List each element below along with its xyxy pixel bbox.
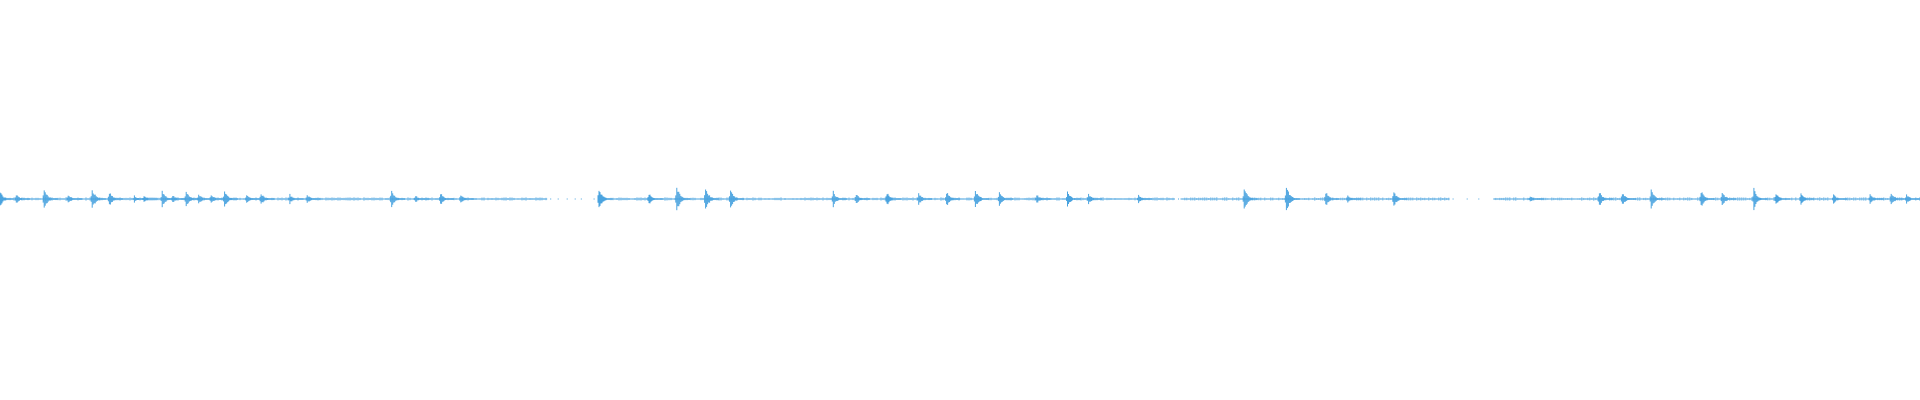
waveform-gap-sample	[1478, 198, 1480, 200]
waveform-peak	[142, 196, 158, 202]
waveform-peak	[414, 196, 430, 202]
waveform-peak	[1752, 187, 1768, 211]
waveform-peak	[1324, 193, 1340, 205]
waveform-peak	[704, 189, 720, 209]
waveform-peak	[459, 195, 475, 203]
waveform-peak	[390, 190, 406, 208]
waveform-peak	[171, 196, 187, 202]
waveform-peak	[197, 194, 213, 204]
waveform-peak	[1832, 194, 1848, 204]
waveform-peak	[1346, 195, 1362, 203]
waveform-peak	[885, 193, 901, 205]
waveform-gap-sample	[574, 198, 576, 200]
waveform-peak	[1799, 193, 1815, 205]
waveform-peak	[245, 195, 261, 203]
waveform-peak	[831, 190, 847, 208]
waveform-peak	[223, 191, 239, 207]
waveform-gap-sample	[557, 198, 559, 200]
waveform-peak	[14, 195, 30, 203]
waveform-peak	[107, 193, 123, 205]
waveform-peak	[184, 191, 200, 207]
waveform-gap-sample	[1178, 198, 1179, 200]
waveform-peak	[1649, 189, 1665, 209]
waveform-peak	[305, 195, 321, 203]
waveform-peak	[854, 195, 870, 203]
waveform-peak	[288, 193, 304, 205]
waveform-peak	[997, 192, 1013, 206]
waveform-peak	[1528, 196, 1544, 202]
waveform-peak	[1720, 193, 1736, 205]
waveform-peak	[647, 194, 663, 204]
waveform-peak	[1868, 194, 1884, 204]
waveform-peak	[0, 192, 14, 206]
waveform-peak	[1699, 192, 1715, 206]
waveform-gap-sample	[550, 198, 552, 200]
waveform-peak	[1889, 193, 1905, 205]
waveform-peak	[1620, 194, 1636, 204]
waveform-peak	[917, 193, 933, 205]
waveform-peak	[90, 190, 106, 208]
waveform-peak	[66, 195, 82, 203]
waveform-peak	[1905, 194, 1920, 204]
waveform-peak	[1597, 193, 1613, 205]
waveform-peak	[973, 191, 989, 207]
waveform-peak	[1087, 193, 1103, 205]
waveform-gap-sample	[566, 198, 568, 200]
waveform-layer	[0, 187, 1920, 211]
waveform-peak	[729, 190, 745, 208]
waveform-gap-sample	[593, 198, 595, 200]
waveform-peak	[439, 194, 455, 204]
waveform-peak	[1035, 195, 1051, 203]
waveform-peak	[1242, 189, 1258, 209]
waveform-gap-sample	[580, 198, 582, 200]
waveform-gap-sample	[1452, 198, 1454, 200]
waveform-peak	[1066, 191, 1081, 207]
waveform-peak	[209, 195, 225, 203]
waveform-peak	[259, 194, 275, 204]
waveform-peak	[1774, 194, 1790, 204]
waveform-peak	[1137, 194, 1153, 204]
waveform-peak	[1392, 192, 1408, 206]
waveform-gap-sample	[1466, 198, 1468, 200]
waveform-peak	[945, 193, 961, 205]
waveform-peak	[1284, 187, 1300, 211]
waveform-peak	[597, 190, 613, 208]
waveform-peak	[42, 190, 58, 208]
waveform-peak	[675, 187, 691, 211]
